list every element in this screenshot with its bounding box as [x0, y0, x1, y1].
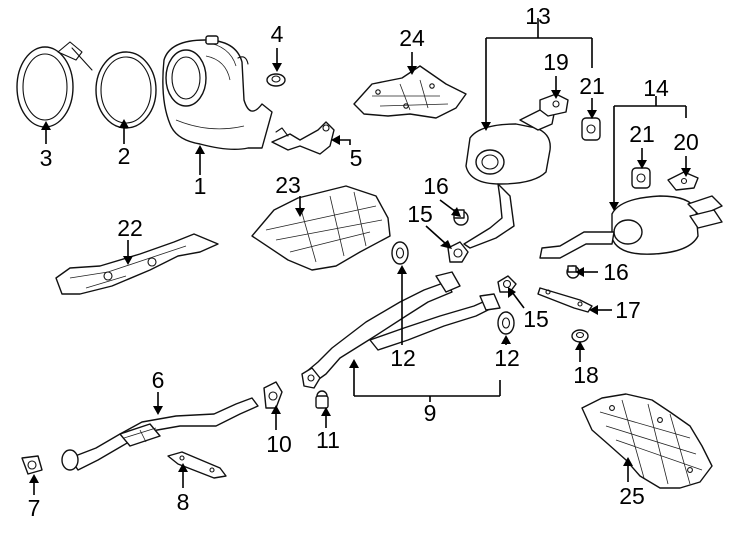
part-14-silencer: [539, 195, 723, 259]
part-15-gasket-lower: [497, 275, 517, 293]
callout-numbers: 1 2 3 4 5 6 7 8 9 10 11 12 12 12 13 14 1…: [28, 3, 699, 521]
part-1-catalytic-converter: [162, 35, 273, 151]
callout-10: 10: [266, 431, 292, 457]
part-2-gasket: [95, 51, 157, 129]
part-22-heat-shield: [55, 233, 219, 295]
part-19-hanger: [539, 93, 569, 117]
part-17-strap: [537, 287, 593, 313]
callout-8: 8: [177, 489, 190, 515]
callout-12-left: 12: [390, 345, 416, 371]
part-8-bracket: [167, 451, 227, 479]
callout-3: 3: [40, 145, 53, 171]
part-20-hanger: [667, 171, 699, 191]
callout-2: 2: [118, 143, 131, 169]
callout-15-lower: 15: [523, 306, 549, 332]
part-15-gasket-upper: [447, 241, 469, 263]
callout-7: 7: [28, 495, 41, 521]
part-4-nut: [266, 73, 286, 87]
callout-25: 25: [619, 483, 645, 509]
callout-12-right: 12: [494, 345, 520, 371]
part-21-isolator-upper: [581, 117, 601, 141]
callout-21-upper: 21: [579, 73, 605, 99]
callout-4: 4: [271, 21, 284, 47]
callout-13: 13: [525, 3, 551, 29]
callout-9: 9: [424, 400, 437, 426]
part-11-bolt: [315, 390, 329, 409]
callout-14: 14: [643, 75, 669, 101]
part-10-gasket: [263, 381, 283, 409]
part-6-front-pipe: [61, 397, 259, 471]
callout-20: 20: [673, 129, 699, 155]
callout-15-upper: 15: [407, 201, 433, 227]
part-3-clamp: [16, 41, 93, 128]
part-21-isolator-right: [631, 167, 651, 189]
leader-lines: [29, 18, 691, 495]
part-25-heat-shield: [581, 393, 713, 489]
part-24-heat-shield: [353, 65, 467, 119]
part-13-muffler: [463, 109, 555, 249]
callout-22: 22: [117, 215, 143, 241]
callout-16-upper: 16: [423, 173, 449, 199]
part-12-hanger-right: [497, 311, 515, 335]
part-7-gasket: [21, 455, 43, 475]
callout-11: 11: [316, 427, 340, 453]
part-5-bracket: [271, 121, 335, 155]
part-12-hanger-left: [391, 241, 409, 265]
callout-18: 18: [573, 362, 599, 388]
callout-23: 23: [275, 172, 301, 198]
callout-16-lower: 16: [603, 259, 629, 285]
part-23-heat-shield: [251, 185, 391, 271]
callout-5: 5: [350, 145, 363, 171]
callout-21-right: 21: [629, 121, 655, 147]
part-18-grommet: [571, 329, 589, 343]
callout-19: 19: [543, 49, 569, 75]
callout-6: 6: [152, 367, 165, 393]
callout-24: 24: [399, 25, 425, 51]
callout-1: 1: [194, 173, 207, 199]
callout-17: 17: [615, 297, 641, 323]
